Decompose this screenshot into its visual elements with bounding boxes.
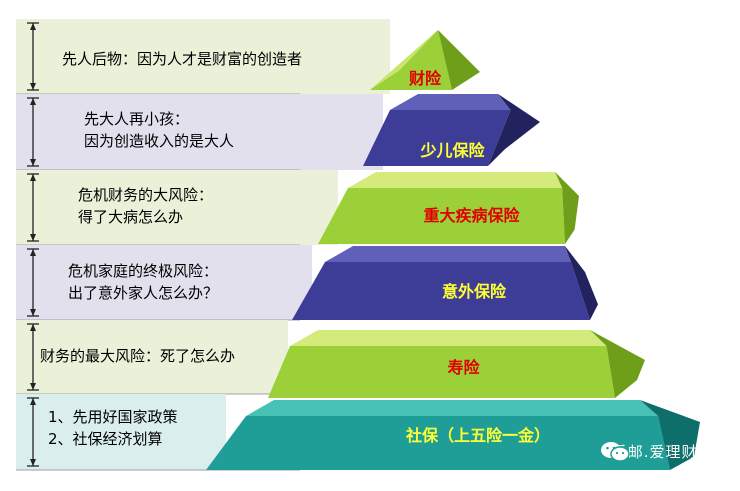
level-band-1 [16, 19, 390, 94]
description-line: 危机家庭的终极风险： [68, 262, 219, 280]
level-bracket-5 [27, 323, 39, 391]
pyramid-tier-6 [206, 400, 700, 470]
background-bands [16, 19, 390, 471]
level-band-2 [16, 94, 383, 170]
level-bracket-6 [27, 397, 39, 467]
level-description-6: 1、先用好国家政策 2、社保经济划算 [48, 406, 178, 450]
description-line: 先大人再小孩： [84, 110, 190, 128]
pyramid-tier-2 [363, 94, 540, 166]
tier-label-1: 财险 [408, 69, 441, 88]
level-brackets [27, 22, 39, 467]
level-band-5 [16, 320, 288, 394]
pyramid-tier-4 [292, 246, 598, 320]
level-description-5: 财务的最大风险：死了怎么办 [40, 345, 235, 367]
tier-label-5: 寿险 [447, 358, 480, 377]
pyramid-tier-1 [370, 30, 480, 90]
level-bracket-3 [27, 173, 39, 242]
description-line: 因为创造收入的是大人 [84, 132, 235, 150]
pyramid-tiers [206, 30, 700, 470]
watermark: 爱邮.爱理财 [600, 441, 698, 462]
tier-label-3: 重大疾病保险 [423, 206, 520, 225]
tier-label-2: 少儿保险 [420, 141, 485, 160]
description-line: 出了意外家人怎么办？ [68, 284, 219, 302]
tier-label-4: 意外保险 [441, 282, 506, 301]
description-line: 1、先用好国家政策 [48, 408, 178, 426]
description-line: 先人后物：因为人才是财富的创造者 [62, 50, 303, 68]
level-bracket-1 [27, 22, 39, 91]
wechat-icon-svg [601, 442, 630, 462]
level-description-2: 先大人再小孩： 因为创造收入的是大人 [84, 108, 234, 152]
level-band-3 [16, 170, 338, 245]
level-band-4 [16, 245, 312, 320]
level-bracket-4 [27, 248, 39, 317]
description-line: 得了大病怎么办 [78, 208, 184, 226]
description-line: 危机财务的大风险： [78, 186, 214, 204]
description-line: 财务的最大风险：死了怎么办 [40, 347, 236, 365]
level-band-6 [16, 394, 226, 470]
level-description-1: 先人后物：因为人才是财富的创造者 [62, 48, 302, 70]
pyramid-tier-5 [268, 330, 645, 398]
level-bracket-2 [27, 97, 39, 167]
level-description-3: 危机财务的大风险： 得了大病怎么办 [78, 184, 213, 228]
level-description-4: 危机家庭的终极风险： 出了意外家人怎么办？ [68, 260, 218, 304]
watermark-text: 爱邮.爱理财 [611, 443, 698, 461]
tier-label-6: 社保（上五险一金） [405, 426, 550, 445]
pyramid-tier-3 [318, 172, 579, 244]
description-line: 2、社保经济划算 [48, 430, 163, 448]
